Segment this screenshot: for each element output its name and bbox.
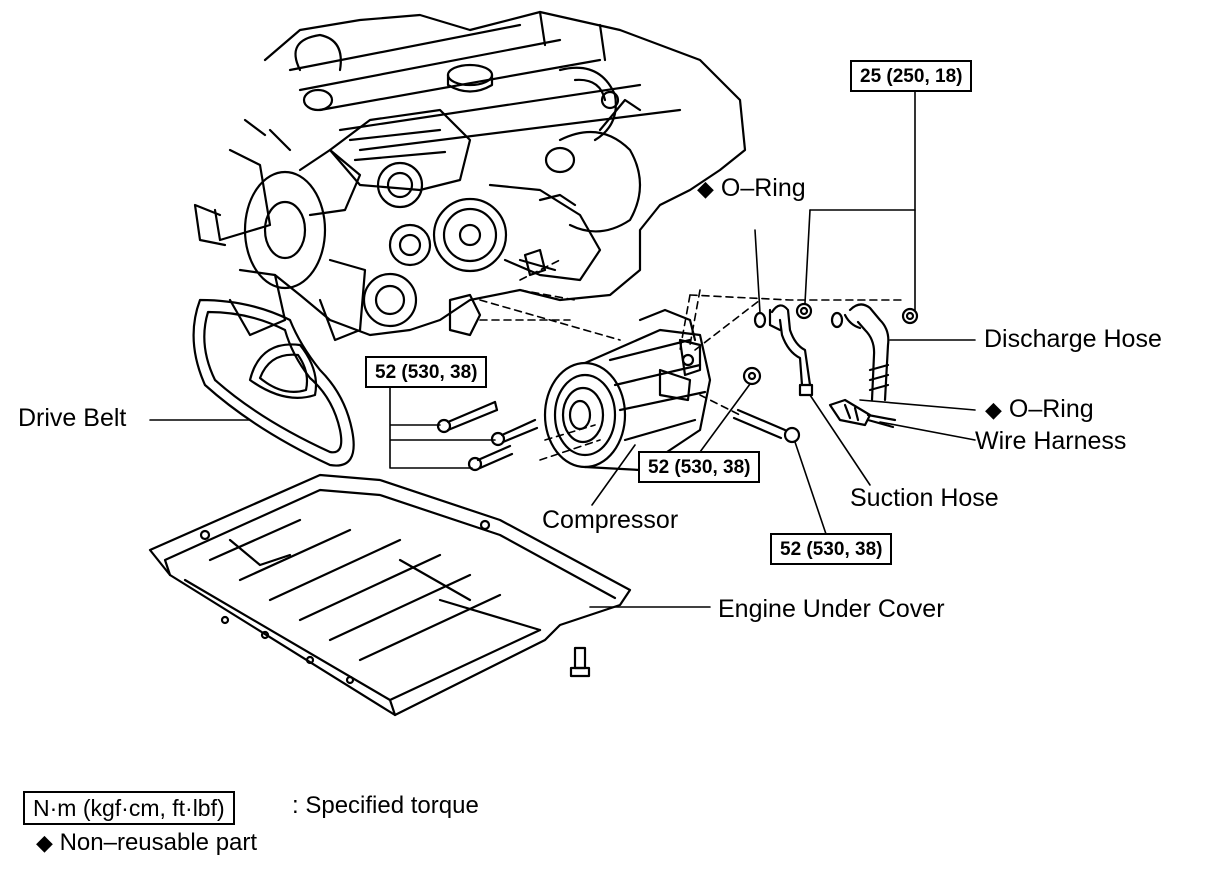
- engine-under-cover: [148, 473, 632, 717]
- non-reusable-icon: ◆: [36, 830, 53, 855]
- non-reusable-icon: ◆: [985, 397, 1002, 422]
- compressor-label: Compressor: [542, 506, 679, 534]
- cooling-fan: [193, 118, 367, 342]
- engine-block: [263, 10, 747, 337]
- compressor-stud-bolt: [732, 408, 801, 444]
- alignment-lines: [479, 259, 906, 461]
- suction-hose-label: Suction Hose: [850, 484, 999, 512]
- discharge-hose: [843, 303, 890, 402]
- suction-hose: [768, 304, 814, 397]
- compressor-nut: [742, 366, 762, 386]
- drive-belt: [192, 298, 355, 467]
- o-ring-label-top: ◆ O–Ring: [697, 174, 806, 202]
- discharge-nuts: [795, 302, 919, 325]
- non-reusable-icon: ◆: [697, 176, 714, 201]
- drive-belt-label: Drive Belt: [18, 404, 127, 432]
- torque-compressor-stud-bolt: 52 (530, 38): [770, 533, 893, 565]
- torque-compressor-nut: 52 (530, 38): [638, 451, 761, 483]
- torque-compressor-bolts: 52 (530, 38): [365, 356, 488, 388]
- under-cover-bolt: [569, 646, 591, 678]
- wire-harness: [828, 398, 897, 429]
- compressor-mounting-bolts: [436, 400, 539, 472]
- torque-discharge-nut: 25 (250, 18): [850, 60, 973, 92]
- wire-harness-label: Wire Harness: [975, 427, 1127, 455]
- discharge-hose-label: Discharge Hose: [984, 325, 1162, 353]
- legend-non-reusable: ◆ Non–reusable part: [36, 829, 258, 856]
- o-ring-label-right: ◆ O–Ring: [985, 395, 1094, 423]
- legend-torque-unit: N·m (kgf·cm, ft·lbf): [23, 791, 235, 825]
- legend-torque-desc: : Specified torque: [292, 792, 479, 819]
- leader-lines: [149, 91, 976, 608]
- compressor: [543, 308, 712, 472]
- engine-under-cover-label: Engine Under Cover: [718, 595, 945, 623]
